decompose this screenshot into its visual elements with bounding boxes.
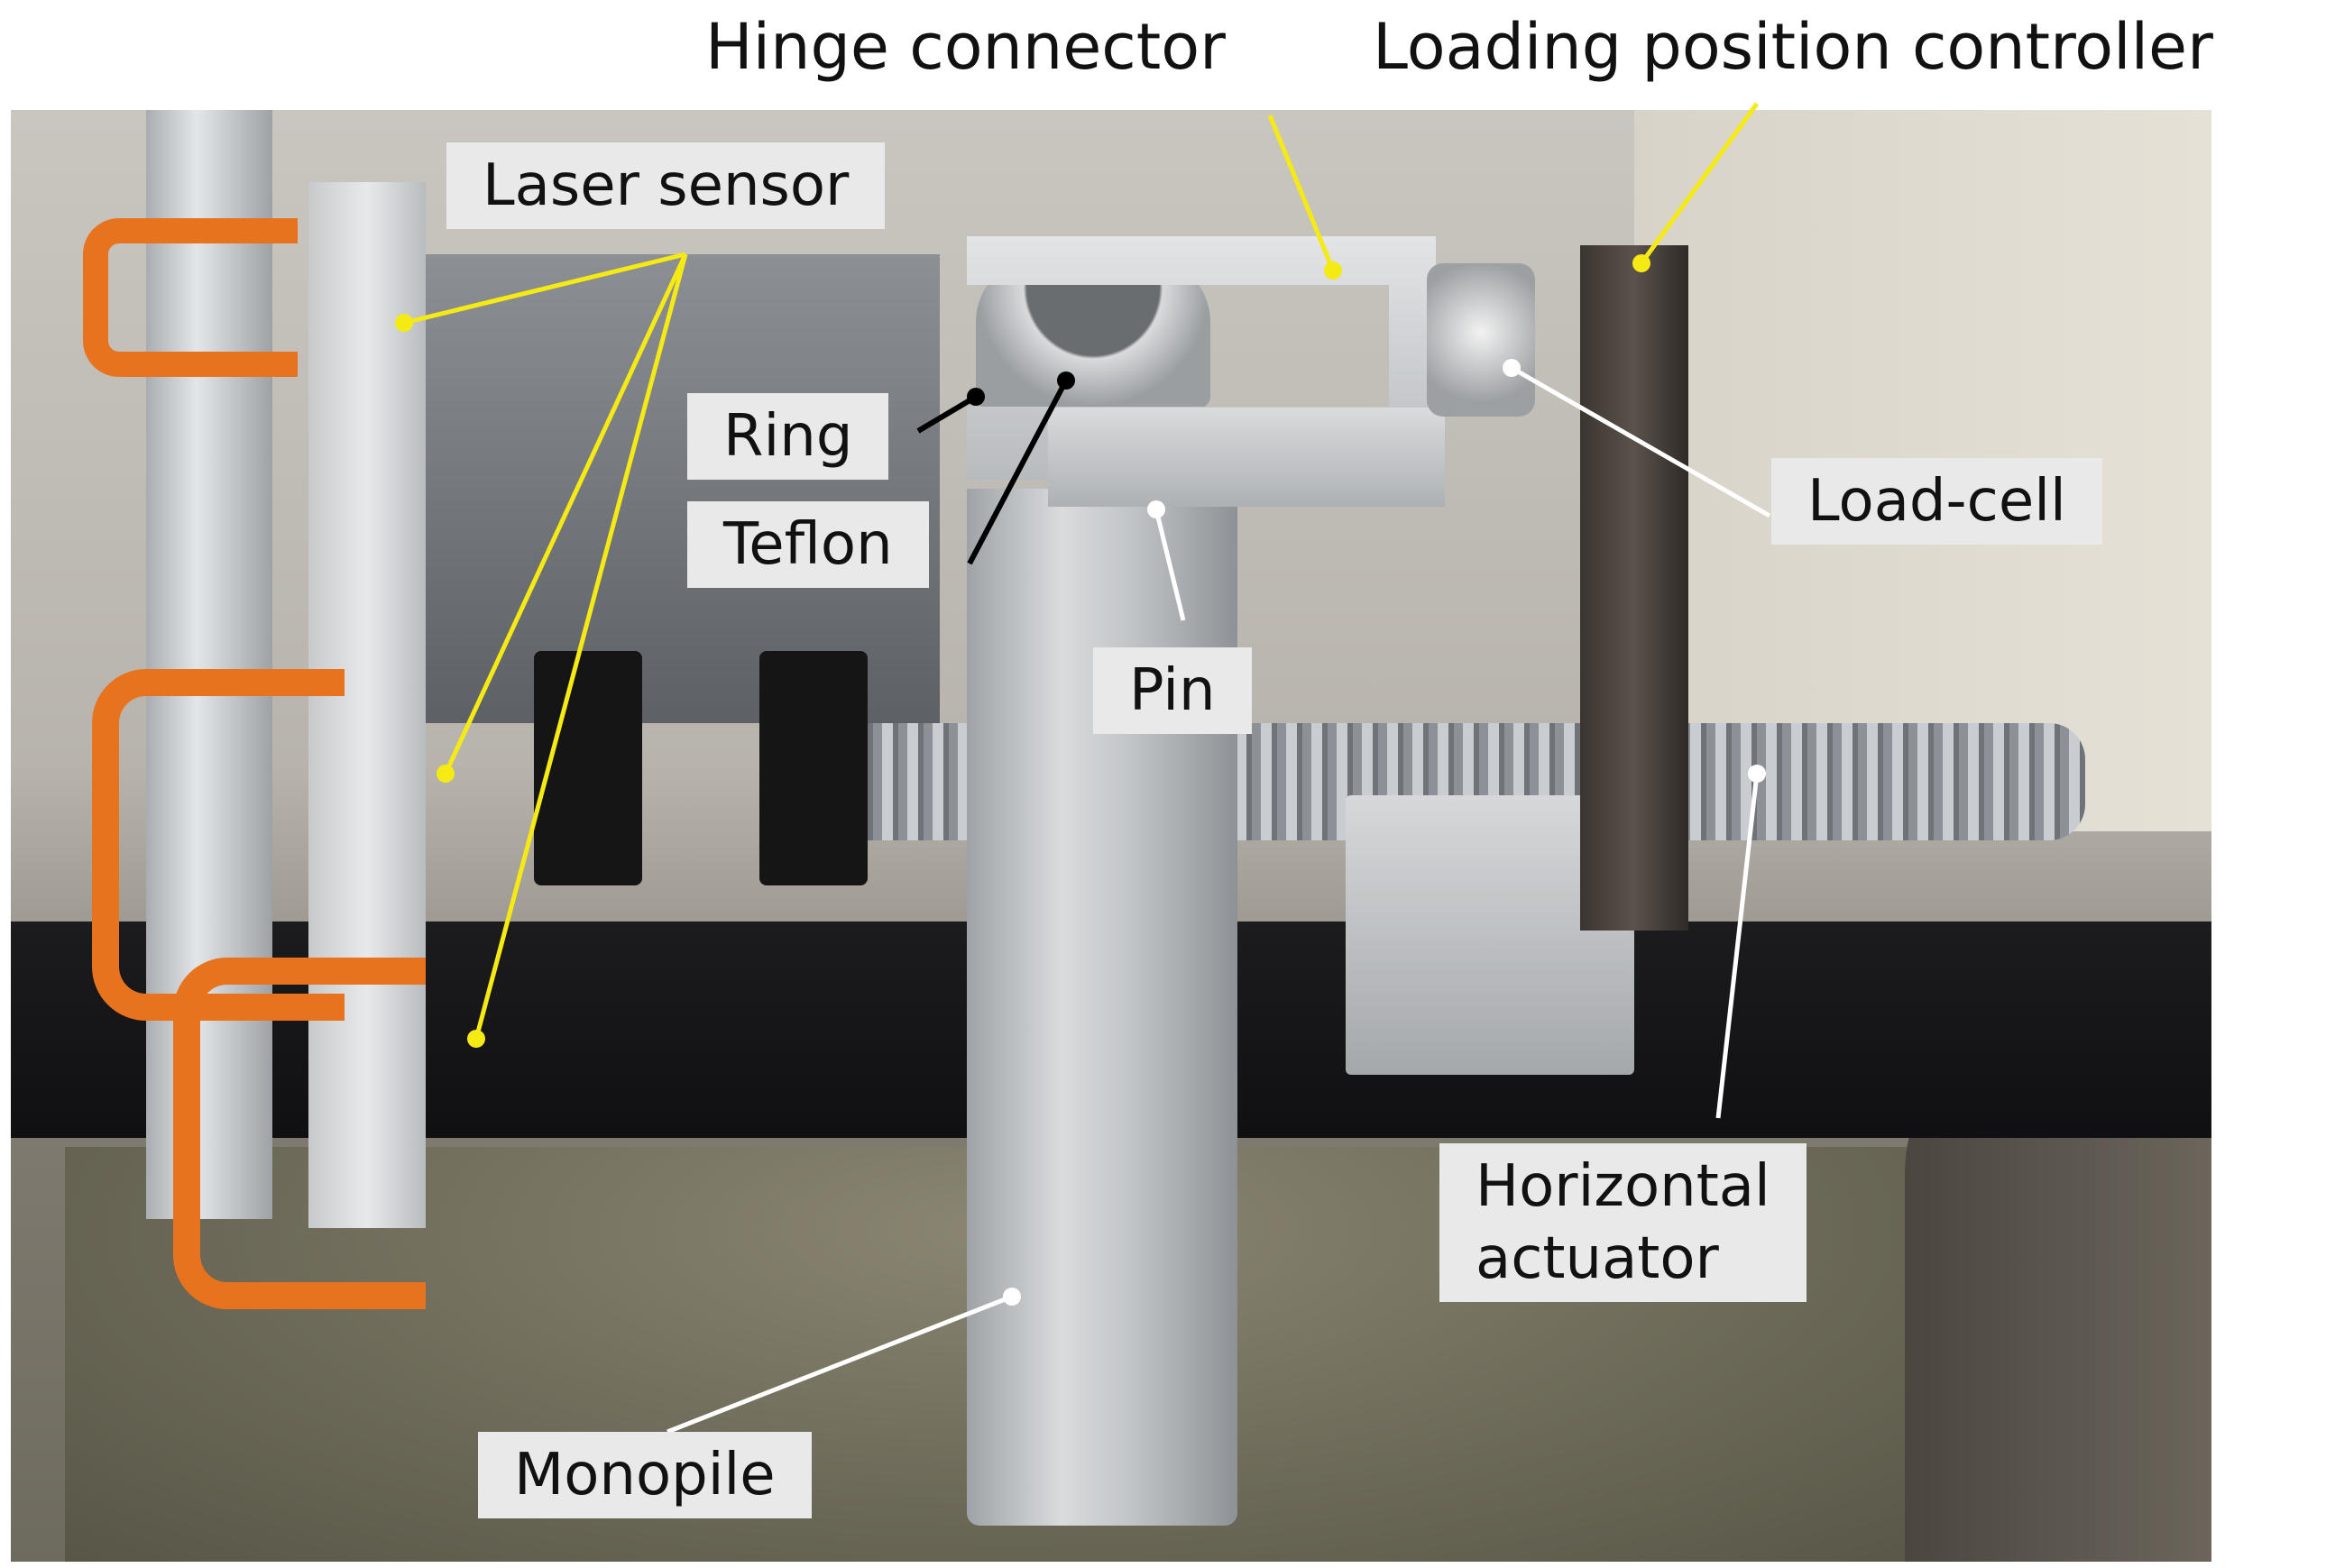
c-clamp-top [83, 218, 298, 377]
laser-sensor-leaders [395, 252, 688, 1048]
sensor-frame-post [146, 110, 272, 1219]
monopile-label: Monopile [478, 1432, 812, 1518]
load-cell-body [1427, 263, 1535, 417]
c-clamp-bottom [173, 958, 426, 1309]
laser-sensor-dot-3 [467, 1030, 485, 1048]
loading-position-controller-leader [1632, 102, 1760, 272]
ring-leader [916, 388, 985, 434]
ring-label: Ring [687, 393, 889, 480]
horizontal-actuator-line-1: Horizontal [1476, 1153, 1770, 1220]
horizontal-actuator-line-2: actuator [1476, 1225, 1719, 1292]
slide-block-middle [759, 651, 868, 885]
horizontal-actuator-label: Horizontal actuator [1439, 1143, 1807, 1302]
hinge-connector-arm [1048, 408, 1445, 507]
load-cell-label: Load-cell [1771, 458, 2102, 545]
load-cell-leader [1503, 359, 1771, 518]
laser-sensor-label: Laser sensor [446, 142, 886, 229]
laser-sensor-dot-1 [395, 314, 413, 332]
monopile-leader [667, 1288, 1021, 1435]
hinge-connector-leader [1267, 115, 1342, 280]
teflon-label: Teflon [687, 501, 929, 588]
hinge-connector-label: Hinge connector [705, 10, 1226, 84]
pin-label: Pin [1093, 647, 1252, 734]
c-clamp-middle [92, 669, 345, 1021]
laser-sensor-dot-2 [437, 765, 455, 783]
slide-block-left [534, 651, 642, 885]
pin-leader [1147, 500, 1186, 621]
teflon-leader [967, 371, 1075, 565]
horizontal-actuator-leader [1715, 765, 1766, 1119]
loading-position-controller-label: Loading position controller [1373, 10, 2213, 84]
loading-position-tube [1580, 245, 1688, 931]
